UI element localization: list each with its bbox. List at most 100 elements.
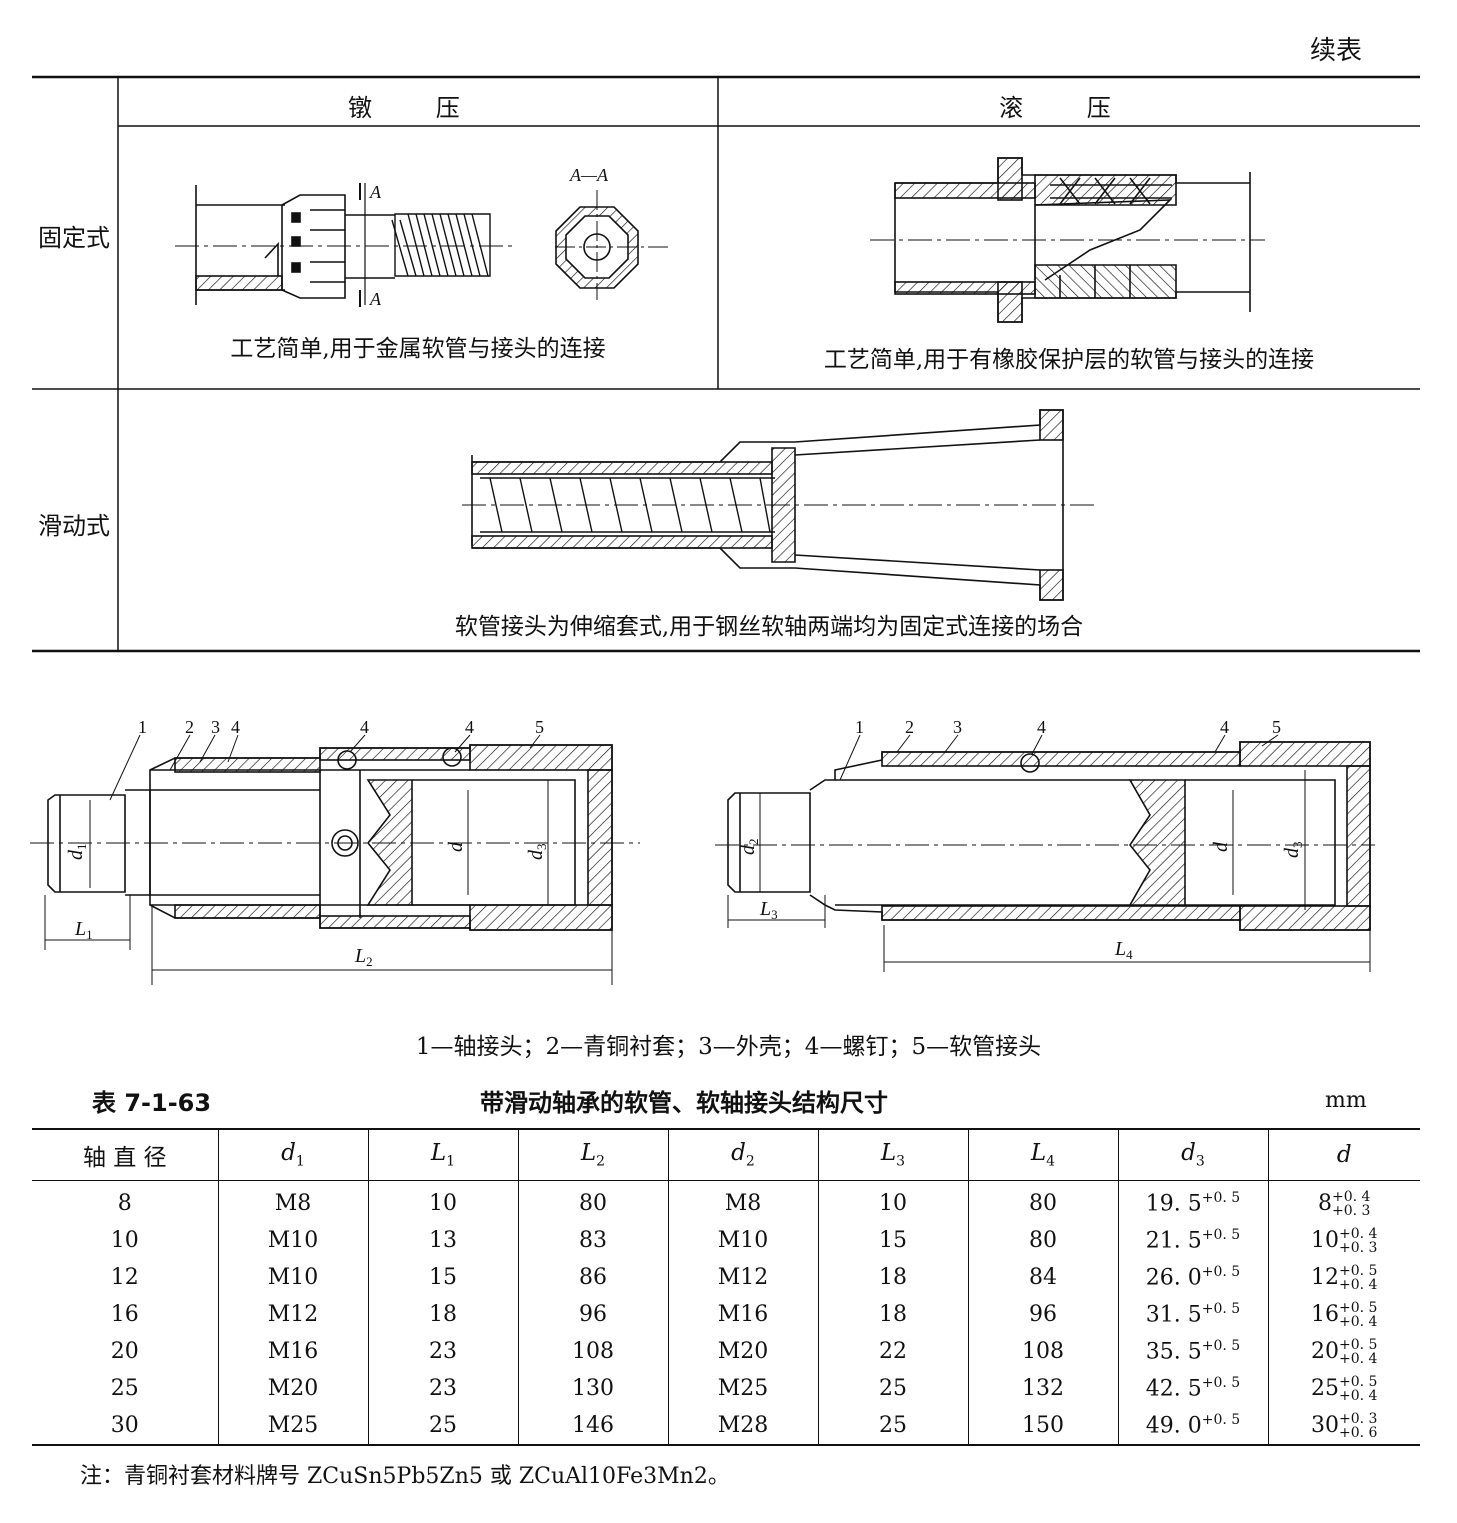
cell-L3: 25 <box>817 1407 968 1445</box>
svg-text:L1: L1 <box>74 918 93 942</box>
d-upper-deviation: +0. 5 <box>1339 1336 1378 1353</box>
cell-L3: 10 <box>817 1180 968 1222</box>
svg-text:4: 4 <box>1220 717 1229 737</box>
svg-text:d1: d1 <box>65 844 89 861</box>
cell-d3: 26. 0+0. 5 <box>1117 1259 1268 1296</box>
cell-d2: M10 <box>667 1222 818 1259</box>
svg-text:3: 3 <box>953 717 962 737</box>
cell-d3: 42. 5+0. 5 <box>1117 1370 1268 1407</box>
cell-L4: 150 <box>967 1407 1118 1445</box>
cell-d: 25+0. 5+0. 4 <box>1267 1370 1420 1407</box>
row-label-fixed: 固定式 <box>38 224 110 252</box>
d3-tolerance: +0. 5 <box>1201 1412 1241 1429</box>
svg-text:1: 1 <box>138 717 147 737</box>
cell-L1: 25 <box>367 1407 518 1445</box>
d-lower-deviation: +0. 4 <box>1339 1387 1378 1404</box>
d-value: 12 <box>1311 1264 1340 1290</box>
d3-value: 26. 0 <box>1145 1265 1202 1291</box>
cell-d2: M16 <box>667 1296 818 1333</box>
svg-text:d3: d3 <box>525 844 549 861</box>
roll-joint-drawing <box>870 157 1265 323</box>
cell-d3: 19. 5+0. 5 <box>1117 1180 1268 1222</box>
cell-d: 8+0. 4+0. 3 <box>1267 1180 1420 1222</box>
cell-L3: 22 <box>817 1333 968 1370</box>
svg-text:4: 4 <box>1037 717 1046 737</box>
d3-tolerance: +0. 5 <box>1201 1375 1241 1392</box>
cell-d1: M25 <box>217 1407 368 1445</box>
d3-value: 21. 5 <box>1145 1228 1202 1254</box>
table-header-row: 轴 直 径 d1 L1 L2 d2 L3 L4 d3 d <box>32 1129 1420 1181</box>
d-value: 10 <box>1311 1227 1340 1253</box>
d-tolerance: +0. 3+0. 6 <box>1339 1412 1377 1440</box>
cell-L3: 15 <box>817 1222 968 1259</box>
sliding-joint-drawing <box>462 409 1095 601</box>
cell-L1: 13 <box>367 1222 518 1259</box>
d-tolerance: +0. 5+0. 4 <box>1339 1375 1377 1403</box>
cell-L2: 83 <box>517 1222 668 1259</box>
header-upset: 镦 压 <box>348 94 488 122</box>
cell-L1: 23 <box>367 1333 518 1370</box>
svg-text:1: 1 <box>855 717 864 737</box>
d-tolerance: +0. 5+0. 4 <box>1339 1264 1377 1292</box>
parts-legend: 1—轴接头；2—青铜衬套；3—外壳；4—螺钉；5—软管接头 <box>415 1034 1042 1060</box>
drawing-labels-right: 1 2 3 4 4 5 d2 d d3 L3 L4 <box>737 717 1305 962</box>
d-lower-deviation: +0. 4 <box>1339 1313 1378 1330</box>
d3-tolerance: +0. 5 <box>1201 1264 1241 1281</box>
cell-d2: M12 <box>667 1259 818 1296</box>
table-number: 表 7-1-63 <box>92 1089 212 1117</box>
cell-d: 20+0. 5+0. 4 <box>1267 1333 1420 1370</box>
top-table-frame <box>32 75 1420 653</box>
cell-L4: 84 <box>967 1259 1118 1296</box>
cell-L1: 23 <box>367 1370 518 1407</box>
svg-text:L4: L4 <box>1114 938 1133 962</box>
d3-tolerance: +0. 5 <box>1201 1338 1241 1355</box>
cell-L3: 25 <box>817 1370 968 1407</box>
col-L4: L4 <box>967 1129 1118 1181</box>
upset-joint-drawing <box>175 183 670 307</box>
cell-L2: 130 <box>517 1370 668 1407</box>
col-L1: L1 <box>367 1129 518 1181</box>
cell-L1: 18 <box>367 1296 518 1333</box>
header-roll: 滚 压 <box>999 94 1139 122</box>
svg-text:d3: d3 <box>1281 842 1305 859</box>
upset-section-labels: A—A A A <box>369 165 609 309</box>
d-lower-deviation: +0. 4 <box>1339 1276 1378 1293</box>
table-title: 带滑动轴承的软管、软轴接头结构尺寸 <box>480 1089 888 1117</box>
table-note: 注：青铜衬套材料牌号 ZCuSn5Pb5Zn5 或 ZCuAl10Fe3Mn2。 <box>80 1464 730 1489</box>
cell-d3: 31. 5+0. 5 <box>1117 1296 1268 1333</box>
col-d: d <box>1267 1129 1420 1181</box>
cell-L4: 132 <box>967 1370 1118 1407</box>
svg-text:5: 5 <box>1272 717 1281 737</box>
svg-text:4: 4 <box>465 717 474 737</box>
section-label: A—A <box>569 165 609 185</box>
svg-text:3: 3 <box>211 717 220 737</box>
table-unit: mm <box>1325 1088 1367 1113</box>
d-value: 25 <box>1311 1375 1340 1401</box>
cell-d1: M12 <box>217 1296 368 1333</box>
cell-d2: M20 <box>667 1333 818 1370</box>
cell-L4: 80 <box>967 1222 1118 1259</box>
cell-d: 30+0. 3+0. 6 <box>1267 1407 1420 1445</box>
cell-d3: 21. 5+0. 5 <box>1117 1222 1268 1259</box>
d-upper-deviation: +0. 5 <box>1339 1373 1378 1390</box>
d-value: 8 <box>1318 1190 1333 1216</box>
cell-shaft: 20 <box>110 1339 139 1364</box>
assembly-drawing-left <box>30 734 640 985</box>
svg-text:2: 2 <box>185 717 194 737</box>
cell-d1: M8 <box>217 1180 368 1222</box>
row-label-sliding: 滑动式 <box>38 512 110 540</box>
svg-text:L3: L3 <box>759 898 778 922</box>
cell-shaft: 12 <box>110 1265 139 1290</box>
cell-L1: 15 <box>367 1259 518 1296</box>
d-tolerance: +0. 4+0. 3 <box>1339 1227 1377 1255</box>
cell-L1: 10 <box>367 1180 518 1222</box>
cell-d1: M10 <box>217 1259 368 1296</box>
caption-sliding: 软管接头为伸缩套式,用于钢丝软轴两端均为固定式连接的场合 <box>454 614 1084 640</box>
d-tolerance: +0. 5+0. 4 <box>1339 1301 1377 1329</box>
